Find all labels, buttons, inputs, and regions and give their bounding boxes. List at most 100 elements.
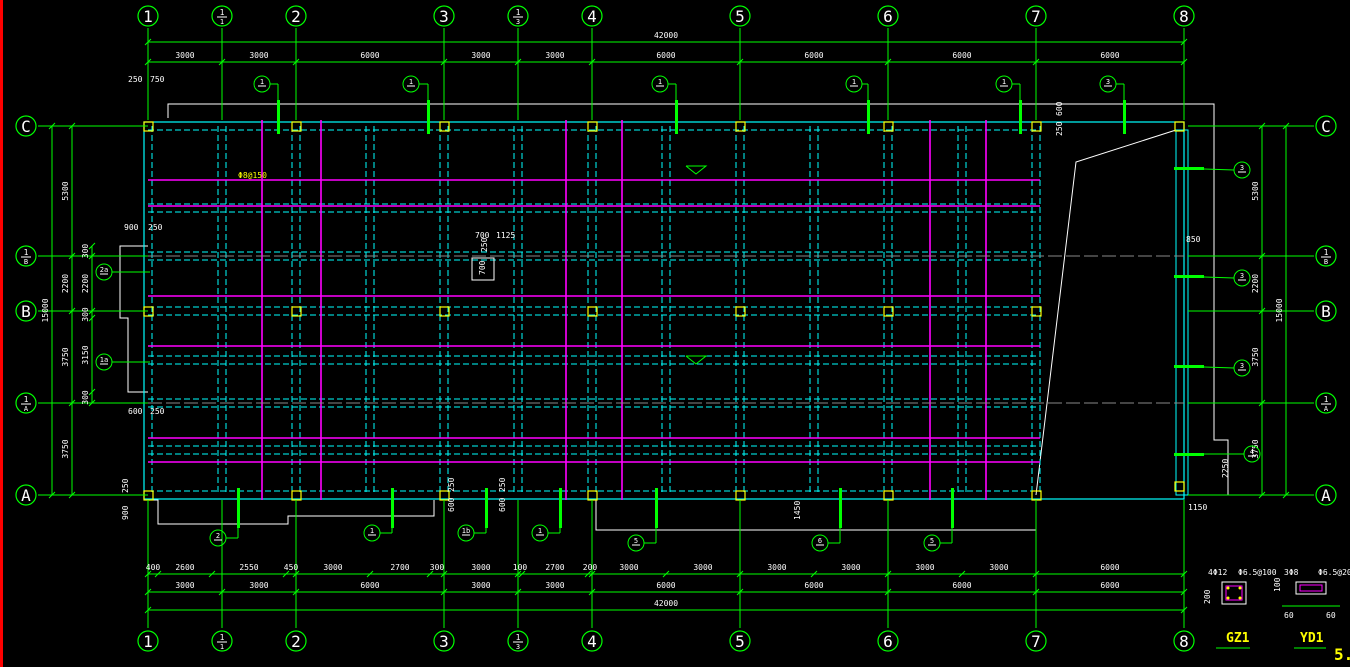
axis-bubble-bottom (877, 630, 899, 652)
column (883, 306, 894, 317)
column (883, 121, 894, 132)
axis-bubble-right-sub: A (1324, 405, 1329, 413)
dim-bottom-250c: 250 (498, 477, 507, 492)
section-mark-right (1233, 161, 1251, 179)
axis-bubble-right-label: B (1321, 302, 1331, 321)
axis-bubble-top (507, 5, 529, 27)
axis-bubble-bottom-label: 1 (143, 632, 153, 651)
axis-bubble-left (15, 392, 37, 414)
dim-bottom-600b: 600 (498, 497, 507, 512)
dim-right-tick (1258, 307, 1266, 315)
dim-left-inner-tick (88, 307, 96, 315)
dim-left-label: 2200 (61, 274, 70, 293)
dim-top-tick (144, 58, 152, 66)
section-mark-bottom (531, 524, 549, 542)
level-marker (685, 165, 708, 175)
axis-bubble-top-label: 1 (143, 7, 153, 26)
axis-bubble-top (211, 5, 233, 27)
dim-bottom-detail-tick (208, 570, 216, 578)
dim-left-inner-tick (88, 314, 96, 322)
axis-bubble-left-label: C (21, 117, 31, 136)
dim-bottom-detail-tick (584, 570, 592, 578)
dim-top-tick (514, 58, 522, 66)
section-mark-left-label: 2a (100, 266, 108, 274)
dim-right-label: 3750 (1251, 347, 1260, 366)
dim-bottom-mid-label: 6000 (952, 581, 971, 590)
dim-bottom-mid-label: 3000 (545, 581, 564, 590)
dim-left-total-label: 15000 (41, 298, 50, 322)
section-mark-top-label: 1 (658, 78, 662, 86)
dim-bottom-600a: 600 (447, 497, 456, 512)
dim-bottom-mid-label: 3000 (175, 581, 194, 590)
gz1-dim: 200 (1203, 589, 1212, 604)
axis-bubble-bottom-label: 8 (1179, 632, 1189, 651)
dim-bottom-total-label: 42000 (654, 599, 678, 608)
sec-right-cut (1174, 167, 1204, 170)
dim-left-tick (68, 491, 76, 499)
section-mark-right-label: 3 (1240, 362, 1244, 370)
sec-top-cut (1123, 100, 1126, 134)
dim-bottom-1450: 1450 (793, 501, 802, 520)
section-mark-bottom (627, 534, 645, 552)
axis-bubble-bottom-label: 5 (735, 632, 745, 651)
dim-bottom-mid-label: 6000 (1100, 581, 1119, 590)
dim-bottom-mid-tick (588, 588, 596, 596)
dim-bottom-detail-label: 2550 (239, 563, 258, 572)
dim-top-label: 3000 (545, 51, 564, 60)
column (587, 121, 598, 132)
dim-top-tick (440, 58, 448, 66)
sec-top-cut (675, 100, 678, 134)
axis-bubble-left (15, 115, 37, 137)
section-mark-top (402, 75, 420, 93)
axis-bubble-top-label: 6 (883, 7, 893, 26)
axis-bubble-bottom-label: 2 (291, 632, 301, 651)
dim-top-label: 6000 (804, 51, 823, 60)
axis-bubble-bottom-label: 1 (220, 633, 225, 642)
axis-bubble-bottom (507, 630, 529, 652)
section-mark-left (95, 263, 113, 281)
dim-bottom-mid-tick (144, 588, 152, 596)
sec-top-cut (277, 100, 280, 134)
dim-bottom-mid-label: 3000 (471, 581, 490, 590)
dim-top-total-label: 42000 (654, 31, 678, 40)
dimension-lines: 42000 3000 3000 6000 3000 3000 6000 6000 6000 600… (41, 31, 1290, 614)
gz1-stirrup-shape (1225, 585, 1243, 601)
dim-right-2250: 2250 (1221, 459, 1230, 478)
dim-bottom-detail-tick (736, 570, 744, 578)
dim-bottom-detail-tick (514, 570, 522, 578)
axis-bubble-top-label: 8 (1179, 7, 1189, 26)
dim-right-tick (1258, 399, 1266, 407)
dim-right-tick (1258, 252, 1266, 260)
gz1-stirrup: Φ6.5@100 (1238, 568, 1277, 577)
axis-bubble-right-label: 1 (1324, 395, 1329, 404)
dim-top-label: 3000 (471, 51, 490, 60)
dim-top-label: 6000 (952, 51, 971, 60)
sec-bot-cut (559, 488, 562, 528)
dim-bottom-detail-tick (426, 570, 434, 578)
section-mark-top-label: 1 (1002, 78, 1006, 86)
outline-bottom-left (148, 499, 435, 525)
axis-bubble-bottom-sub: 3 (516, 643, 520, 651)
section-mark-bottom-label: 1 (538, 527, 542, 535)
dim-bottom-900: 900 (121, 505, 130, 520)
axis-bubble-bottom (729, 630, 751, 652)
axis-bubble-top-label: 1 (220, 8, 225, 17)
dim-left-inner-tick (88, 252, 96, 260)
gz1-rebar: 4Φ12 (1208, 568, 1227, 577)
section-mark-bottom-label: 5 (634, 537, 638, 545)
column (587, 306, 598, 317)
gz1-section (1221, 581, 1247, 605)
yd1-dim-b: 60 (1284, 611, 1294, 620)
sec-bot-cut (237, 488, 240, 528)
section-mark-left (95, 353, 113, 371)
dim-left-label: 5300 (61, 181, 70, 200)
dim-right-tick (1258, 491, 1266, 499)
outline-diagonal (1035, 129, 1177, 496)
axis-bubble-left (15, 484, 37, 506)
dim-right-label: 5300 (1251, 181, 1260, 200)
axis-bubble-left-sub: A (24, 405, 29, 413)
axis-bubble-left-label: B (21, 302, 31, 321)
section-mark-bottom-label: 1b (462, 527, 470, 535)
